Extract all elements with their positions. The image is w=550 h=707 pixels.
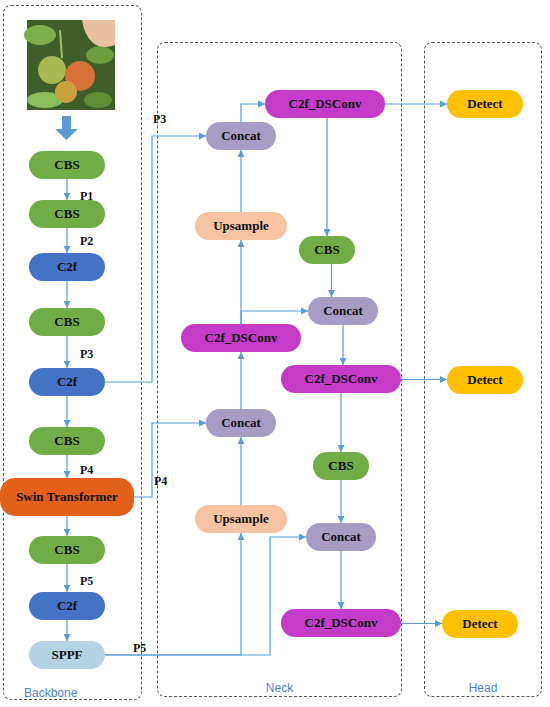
section-label: Neck (158, 681, 401, 695)
module-label: CBS (314, 242, 339, 258)
module-box: Concat (306, 523, 376, 551)
module-box: CBS (29, 536, 105, 564)
leaf (86, 46, 114, 64)
data-flow-arrow (241, 104, 265, 122)
data-flow-arrow (342, 325, 343, 365)
module-box: Detect (447, 90, 523, 118)
module-box: Concat (206, 122, 276, 150)
module-box: Detect (447, 366, 523, 394)
feature-level-label: P3 (80, 347, 93, 362)
feature-level-label: P3 (153, 112, 166, 127)
module-label: Upsample (213, 218, 269, 234)
leaf (24, 25, 56, 45)
module-box: Upsample (195, 212, 287, 240)
module-box: C2f_DSConv (265, 90, 385, 118)
data-flow-arrow (66, 455, 67, 478)
section-panel: BackboneCBSCBSC2fCBSC2fCBSSwin Transform… (3, 5, 142, 700)
module-label: Swin Transformer (16, 489, 118, 505)
section-label: Head (425, 681, 541, 695)
module-label: CBS (54, 157, 79, 173)
module-label: Upsample (213, 511, 269, 527)
data-flow-arrow (385, 103, 447, 104)
feature-level-label: P2 (80, 234, 93, 249)
feature-level-label: P5 (80, 574, 93, 589)
section-label: Backbone (24, 686, 77, 700)
module-label: Concat (323, 303, 363, 319)
module-box: CBS (313, 452, 369, 480)
module-box: Swin Transformer (0, 478, 134, 516)
data-flow-arrow (240, 150, 241, 212)
section-panel: NeckC2f_DSConvConcatUpsampleCBSConcatC2f… (157, 42, 402, 697)
data-flow-arrow (66, 228, 67, 253)
module-box: C2f_DSConv (181, 324, 301, 352)
data-flow-arrow (240, 240, 241, 324)
data-flow-arrow (401, 623, 442, 624)
data-flow-arrow (66, 396, 67, 427)
module-label: C2f (57, 259, 77, 275)
data-flow-arrow (326, 118, 327, 236)
data-flow-arrow (240, 352, 241, 409)
module-box: CBS (29, 308, 105, 336)
data-flow-arrow (105, 533, 241, 655)
data-flow-arrow (240, 437, 241, 505)
module-label: C2f_DSConv (289, 96, 362, 112)
module-box: CBS (29, 427, 105, 455)
module-box: C2f (29, 253, 105, 281)
module-label: Concat (221, 128, 261, 144)
module-label: C2f_DSConv (205, 330, 278, 346)
module-label: CBS (54, 314, 79, 330)
module-box: Detect (442, 610, 518, 638)
tomato (55, 81, 77, 103)
data-flow-arrow (66, 620, 67, 641)
module-label: Concat (221, 415, 261, 431)
module-box: CBS (29, 151, 105, 179)
data-flow-arrow (241, 311, 308, 324)
data-flow-arrow (66, 564, 67, 592)
module-label: CBS (54, 206, 79, 222)
feature-level-label: P5 (133, 641, 146, 656)
module-box: Concat (206, 409, 276, 437)
hand (82, 20, 115, 47)
module-label: Detect (467, 372, 502, 388)
section-panel: HeadDetectDetectDetect (424, 42, 542, 697)
module-box: C2f (29, 368, 105, 396)
data-flow-arrow (340, 480, 341, 523)
module-box: SPPF (29, 641, 105, 669)
data-flow-arrow (331, 264, 332, 297)
data-flow-arrow (340, 551, 341, 609)
module-box: Concat (308, 297, 378, 325)
module-box: Upsample (195, 505, 287, 533)
module-box: C2f_DSConv (281, 365, 401, 393)
module-label: C2f_DSConv (305, 371, 378, 387)
module-label: SPPF (51, 647, 82, 663)
module-label: CBS (54, 433, 79, 449)
tomato (38, 56, 66, 84)
module-label: CBS (328, 458, 353, 474)
input-arrow-shaft (62, 116, 71, 130)
module-label: CBS (54, 542, 79, 558)
module-label: C2f (57, 374, 77, 390)
feature-level-label: P4 (154, 474, 167, 489)
data-flow-arrow (66, 336, 67, 368)
module-label: Detect (467, 96, 502, 112)
module-label: Detect (462, 616, 497, 632)
module-box: C2f (29, 592, 105, 620)
feature-level-label: P1 (80, 189, 93, 204)
data-flow-arrow (105, 537, 306, 655)
feature-level-label: P4 (80, 463, 93, 478)
module-label: C2f_DSConv (305, 615, 378, 631)
input-arrow-head (55, 129, 78, 140)
stem (60, 30, 62, 58)
data-flow-arrow (66, 281, 67, 308)
module-box: CBS (299, 236, 355, 264)
module-label: C2f (57, 598, 77, 614)
data-flow-arrow (340, 393, 341, 452)
data-flow-arrow (66, 516, 67, 536)
data-flow-arrow (66, 179, 67, 200)
module-label: Concat (321, 529, 361, 545)
leaf (84, 92, 112, 108)
module-box: CBS (29, 200, 105, 228)
module-box: C2f_DSConv (281, 609, 401, 637)
data-flow-arrow (134, 423, 206, 497)
